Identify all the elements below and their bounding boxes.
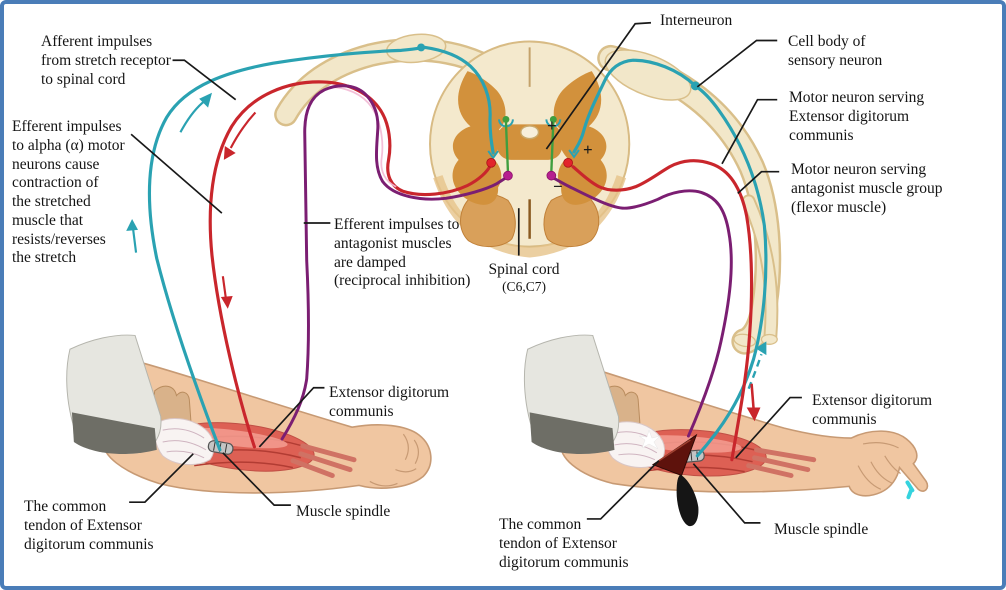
right-arm	[523, 334, 929, 500]
label-spinal-cord-level: (C6,C7)	[502, 279, 546, 294]
label-interneuron: Interneuron	[660, 12, 733, 29]
minus-sign: −	[553, 177, 563, 196]
label-reciprocal-inhibition: Efferent impulses to antagonist muscles …	[334, 216, 471, 290]
reflex-hammer	[638, 429, 699, 527]
efferent-fiber-right	[571, 159, 754, 462]
gray-matter-left-wing	[452, 71, 506, 205]
strike-flash	[638, 429, 661, 450]
left-arm	[66, 334, 432, 494]
label-extensor-right: Extensor digitorum communis	[812, 392, 933, 428]
label-cell-body-sensory: Cell body of sensory neuron	[788, 33, 883, 69]
alpha-motor-neuron-right	[563, 157, 573, 168]
label-common-tendon-left: The common tendon of Extensor digitorum …	[24, 498, 154, 553]
label-extensor-left: Extensor digitorum communis	[329, 384, 450, 420]
label-muscle-spindle-right: Muscle spindle	[774, 521, 869, 538]
central-canal	[520, 125, 540, 140]
label-motor-neuron-antagonist: Motor neuron serving antagonist muscle g…	[791, 161, 943, 216]
label-efferent-alpha: Efferent impulses to alpha (α) motor neu…	[12, 118, 125, 267]
antagonist-fiber-left	[280, 84, 508, 441]
sensory-cell-body-right	[690, 81, 700, 91]
common-tendon-left	[154, 418, 215, 466]
impulse-arrows	[126, 92, 767, 422]
cord-circuitry	[417, 43, 700, 181]
label-motor-neuron-extensor: Motor neuron serving Extensor digitorum …	[789, 89, 925, 144]
afferent-fiber-right	[572, 58, 768, 458]
dorsal-root-ganglion-left	[417, 43, 426, 52]
sleeve-right	[523, 334, 620, 454]
label-spinal-cord: Spinal cord	[488, 261, 560, 278]
interneuron-right	[550, 122, 555, 172]
label-common-tendon-right: The common tendon of Extensor digitorum …	[499, 516, 629, 571]
label-afferent-impulses: Afferent impulses from stretch receptor …	[41, 33, 171, 88]
plus-sign-lower: +	[583, 140, 593, 159]
reflex-arc-artwork	[66, 21, 929, 527]
pink-companion-left	[331, 85, 397, 188]
alpha-motor-neuron-left	[486, 157, 496, 168]
interneuron-left	[504, 122, 510, 172]
antagonist-fiber-right	[550, 176, 733, 438]
sleeve-left	[66, 334, 162, 454]
antagonist-motor-neuron-right	[546, 170, 557, 181]
leader-lines	[129, 21, 802, 524]
antagonist-motor-neuron-left	[503, 170, 513, 181]
label-muscle-spindle-left: Muscle spindle	[296, 503, 391, 520]
afferent-fiber-left	[147, 45, 495, 452]
plus-sign-upper: +	[547, 116, 557, 135]
finger-twitch-mark	[905, 480, 915, 500]
gray-matter-bridge	[497, 124, 563, 160]
